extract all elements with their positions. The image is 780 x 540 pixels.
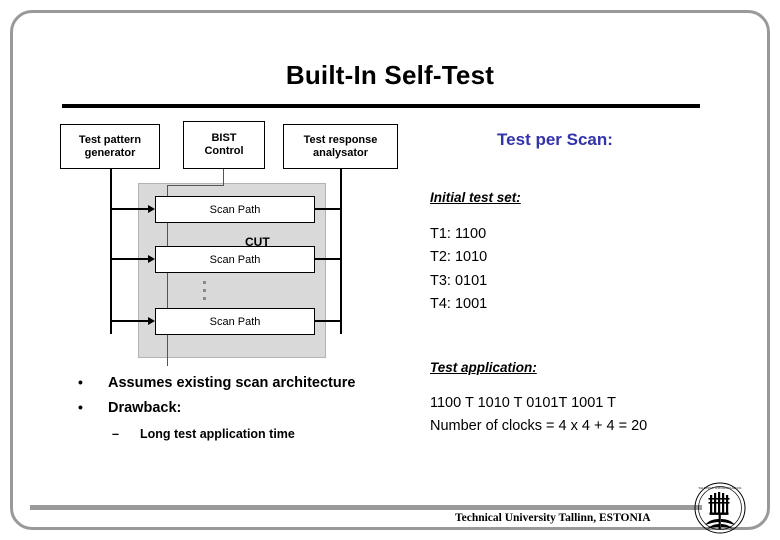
ellipsis-dot-3 bbox=[203, 297, 206, 300]
wire-bist-control-vertical bbox=[223, 169, 224, 186]
tpg-line2: generator bbox=[84, 146, 136, 159]
bist-line2: Control bbox=[204, 145, 244, 157]
test-vector-list: T1: 1100 T2: 1010 T3: 0101 T4: 1001 bbox=[430, 223, 730, 317]
right-column: Test per Scan: Initial test set: T1: 110… bbox=[430, 130, 730, 439]
clock-count: Number of clocks = 4 x 4 + 4 = 20 bbox=[430, 418, 648, 435]
arrow-scan-in-3 bbox=[148, 317, 155, 325]
arrow-scan-in-1 bbox=[148, 205, 155, 213]
wire-tra-vertical bbox=[340, 169, 342, 334]
wire-tpg-branch-1 bbox=[110, 208, 152, 210]
bist-architecture-diagram: Test pattern generator BIST Control Test… bbox=[55, 118, 430, 368]
ellipsis-dot-2 bbox=[203, 289, 206, 292]
wire-tpg-branch-2 bbox=[110, 258, 152, 260]
test-vector-4: T4: 1001 bbox=[430, 296, 488, 313]
scan-path-1: Scan Path bbox=[155, 196, 315, 223]
test-vector-3: T3: 0101 bbox=[430, 272, 488, 289]
slide-frame bbox=[10, 10, 770, 530]
scan-path-2: Scan Path bbox=[155, 246, 315, 273]
scan-path-3: Scan Path bbox=[155, 308, 315, 335]
title-divider bbox=[62, 104, 700, 108]
page-title: Built-In Self-Test bbox=[285, 60, 495, 90]
application-sequence: 1100 T 1010 T 0101T 1001 T bbox=[430, 394, 616, 411]
bullet-item-2: Drawback: bbox=[68, 398, 398, 419]
svg-text:TALLINNA TEHNIKAÜLIKOOL: TALLINNA TEHNIKAÜLIKOOL bbox=[698, 485, 742, 490]
university-seal-logo: TALLINNA TEHNIKAÜLIKOOL bbox=[694, 482, 746, 534]
footer-text: Technical University Tallinn, ESTONIA bbox=[455, 512, 651, 524]
block-test-response-analysator: Test response analysator bbox=[283, 124, 398, 169]
test-application-label: Test application: bbox=[430, 359, 537, 375]
tpg-line1: Test pattern bbox=[78, 133, 142, 146]
wire-bist-control-horizontal bbox=[167, 185, 224, 186]
ellipsis-dot-1 bbox=[203, 281, 206, 284]
wire-tra-branch-3 bbox=[313, 320, 342, 322]
test-vector-2: T2: 1010 bbox=[430, 249, 488, 266]
test-per-scan-heading: Test per Scan: bbox=[497, 130, 613, 149]
tra-line1: Test response bbox=[303, 133, 378, 146]
application-details: 1100 T 1010 T 0101T 1001 T Number of clo… bbox=[430, 392, 730, 439]
footer-bar bbox=[30, 505, 702, 510]
initial-test-set-label: Initial test set: bbox=[430, 190, 521, 205]
bullet-subitem-1: Long test application time bbox=[68, 427, 398, 441]
test-vector-1: T1: 1100 bbox=[430, 226, 487, 242]
arrow-scan-in-2 bbox=[148, 255, 155, 263]
tra-line2: analysator bbox=[312, 146, 369, 159]
bullet-item-1: Assumes existing scan architecture bbox=[68, 373, 398, 394]
wire-tpg-branch-3 bbox=[110, 320, 152, 322]
wire-bist-control-down bbox=[167, 185, 168, 366]
wire-tpg-vertical bbox=[110, 169, 112, 334]
cut-label: CUT bbox=[245, 235, 270, 249]
bist-line1: BIST bbox=[211, 132, 237, 145]
wire-tra-branch-2 bbox=[313, 258, 342, 260]
block-bist-control: BIST Control bbox=[183, 121, 265, 169]
bullet-list: Assumes existing scan architecture Drawb… bbox=[68, 373, 398, 441]
wire-tra-branch-1 bbox=[313, 208, 342, 210]
block-test-pattern-generator: Test pattern generator bbox=[60, 124, 160, 169]
